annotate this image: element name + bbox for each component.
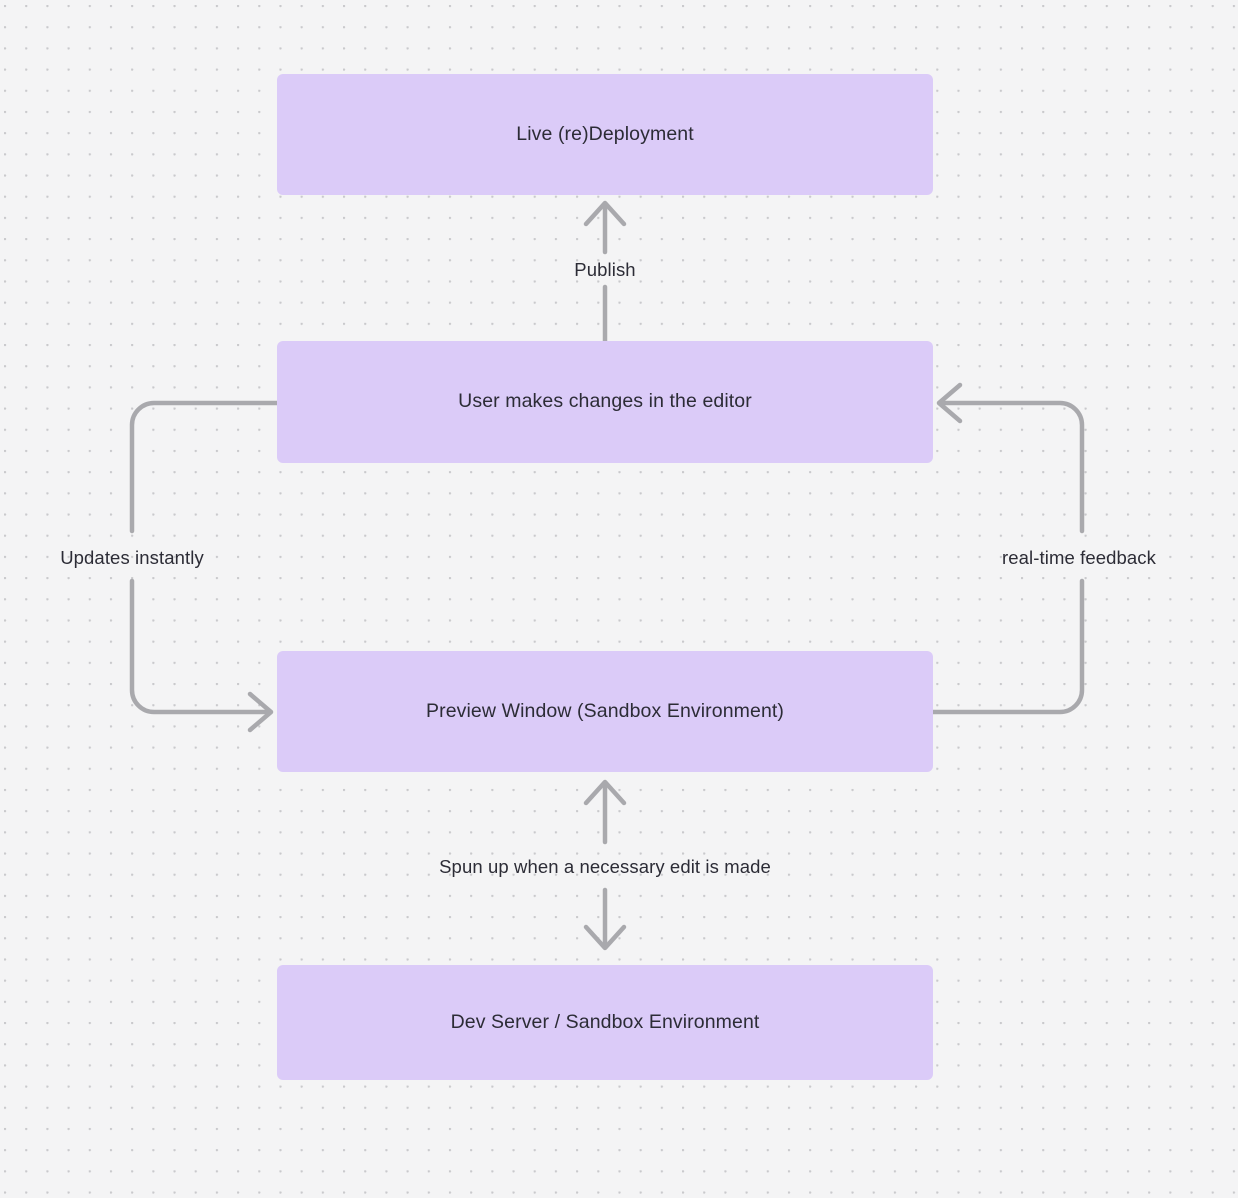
edge-updates-instantly-arrowhead bbox=[247, 691, 274, 733]
edge-spun-up-up-arrowhead bbox=[583, 779, 627, 806]
node-dev-server-label: Dev Server / Sandbox Environment bbox=[450, 1010, 760, 1033]
edge-label-real-time-feedback: real-time feedback bbox=[1002, 546, 1156, 568]
edge-updates-instantly-lower-path bbox=[129, 578, 271, 715]
edge-label-publish: Publish bbox=[574, 258, 636, 280]
edge-real-time-feedback-upper-path bbox=[939, 400, 1085, 534]
node-live-deployment-label: Live (re)Deployment bbox=[516, 122, 694, 145]
node-live-deployment[interactable]: Live (re)Deployment bbox=[277, 74, 933, 195]
node-preview-window[interactable]: Preview Window (Sandbox Environment) bbox=[277, 651, 933, 772]
edge-publish-arrowhead bbox=[583, 200, 627, 227]
edge-real-time-feedback-lower-path bbox=[930, 578, 1085, 715]
node-preview-window-label: Preview Window (Sandbox Environment) bbox=[426, 699, 784, 722]
node-user-edits[interactable]: User makes changes in the editor bbox=[277, 341, 933, 463]
edge-spun-up-down-arrowhead bbox=[583, 924, 627, 951]
edge-real-time-feedback-arrowhead bbox=[936, 382, 963, 424]
edge-label-spun-up: Spun up when a necessary edit is made bbox=[439, 855, 771, 877]
node-user-edits-label: User makes changes in the editor bbox=[458, 390, 752, 413]
edge-label-updates-instantly: Updates instantly bbox=[60, 546, 204, 568]
node-dev-server[interactable]: Dev Server / Sandbox Environment bbox=[277, 965, 933, 1080]
edge-updates-instantly-upper-path bbox=[129, 400, 280, 534]
